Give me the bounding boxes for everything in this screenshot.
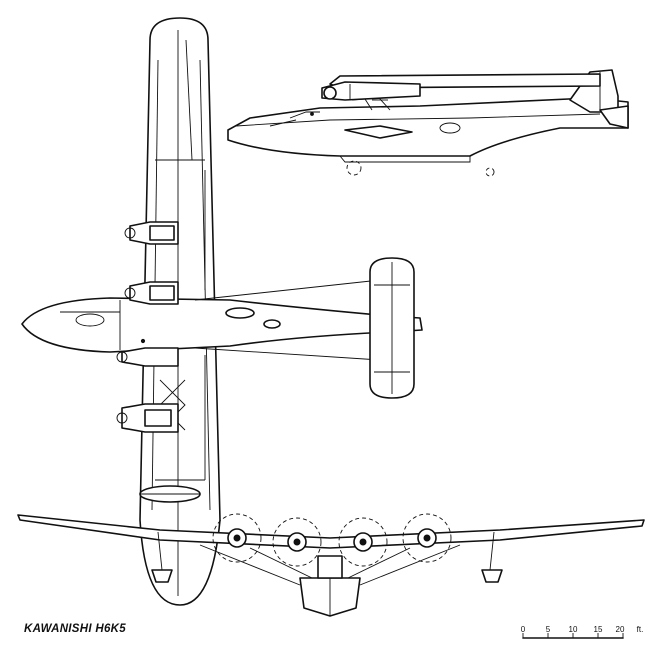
plan-engine-3 — [117, 348, 178, 366]
scale-tick-20: 20 — [615, 625, 625, 634]
front-wing — [18, 515, 644, 548]
front-engine-1 — [213, 514, 261, 562]
drawing-title: KAWANISHI H6K5 — [24, 623, 126, 635]
front-float-left — [152, 532, 172, 582]
scale-tick-0: 0 — [520, 625, 526, 634]
plan-fuselage — [22, 298, 422, 352]
scale-unit: ft. — [636, 625, 644, 634]
scale-bar — [523, 633, 623, 638]
plan-view — [22, 18, 422, 605]
scale-tick-10: 10 — [568, 625, 578, 634]
scale-tick-5: 5 — [545, 625, 551, 634]
front-engine-4 — [403, 514, 451, 562]
front-engine-2 — [273, 518, 321, 566]
side-view — [228, 70, 628, 176]
scale-tick-15: 15 — [593, 625, 603, 634]
side-hull — [228, 98, 628, 156]
side-tail-fin — [570, 70, 618, 112]
side-float — [345, 126, 412, 138]
plan-engine-2 — [125, 282, 178, 304]
front-float-right — [482, 532, 502, 582]
front-engine-3 — [339, 518, 387, 566]
plan-engine-1 — [125, 222, 178, 244]
plan-engine-4 — [117, 404, 178, 432]
front-view — [18, 514, 644, 616]
